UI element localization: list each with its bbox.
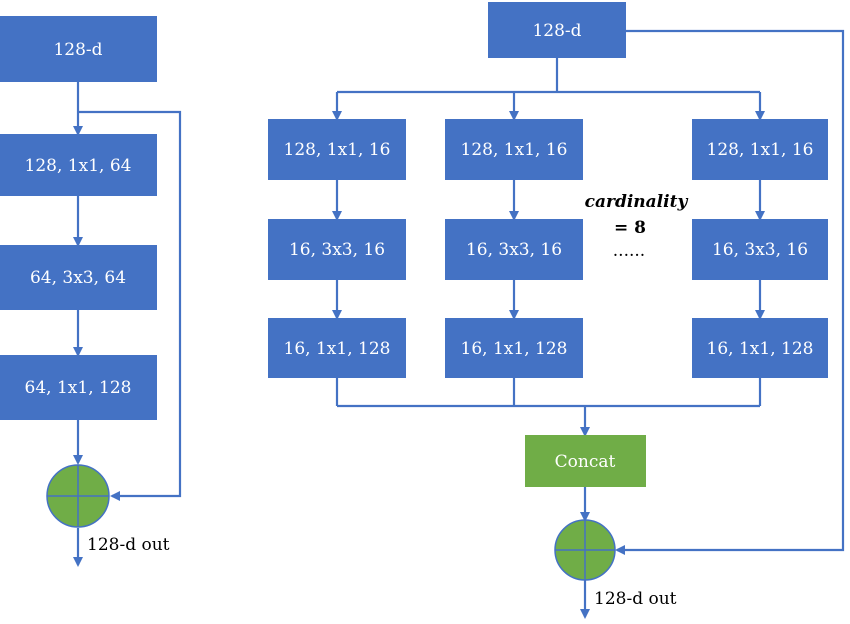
path2-conv3-box	[445, 318, 583, 378]
input-label: 128-d	[532, 21, 581, 41]
resnet-bottleneck-block: 128-d 128, 1x1, 64 64, 3x3, 64 64, 1x1, …	[0, 16, 182, 567]
path2-conv2-box	[445, 219, 583, 280]
input-box	[0, 16, 157, 82]
output-label: 128-d out	[594, 589, 677, 609]
sum-node	[554, 519, 616, 581]
path-3: 128, 1x1, 16 16, 3x3, 16 16, 1x1, 128	[692, 119, 828, 378]
input-label: 128-d	[53, 40, 102, 60]
concat-label: Concat	[555, 452, 616, 472]
conv1-label: 128, 1x1, 64	[25, 156, 132, 176]
skip-connection	[78, 110, 182, 501]
output-label: 128-d out	[87, 535, 170, 555]
path-2: 128, 1x1, 16 16, 3x3, 16 16, 1x1, 128	[445, 119, 583, 378]
conv3-label: 64, 1x1, 128	[25, 378, 132, 398]
conv2-label: 64, 3x3, 64	[30, 268, 126, 288]
cardinality-value: = 8	[614, 218, 646, 238]
path1-conv2-label: 16, 3x3, 16	[289, 240, 385, 260]
path1-conv3-box	[268, 318, 406, 378]
path3-conv1-box	[692, 119, 828, 180]
resnext-block: 128-d 128, 1x1, 16 16, 3x3, 16 16, 1x1, …	[268, 2, 845, 619]
path3-conv3-box	[692, 318, 828, 378]
cardinality-word: cardinality	[585, 192, 689, 212]
path1-conv1-label: 128, 1x1, 16	[284, 140, 391, 160]
path3-conv3-label: 16, 1x1, 128	[707, 339, 814, 359]
path1-conv2-box	[268, 219, 406, 280]
path-1: 128, 1x1, 16 16, 3x3, 16 16, 1x1, 128	[268, 119, 406, 378]
conv2-box	[0, 245, 157, 310]
path2-conv3-label: 16, 1x1, 128	[461, 339, 568, 359]
path2-conv1-box	[445, 119, 583, 180]
conv3-box	[0, 355, 157, 420]
path3-conv2-box	[692, 219, 828, 280]
ellipsis: ......	[613, 241, 645, 261]
input-box	[488, 2, 626, 58]
skip-connection	[615, 29, 845, 555]
concat-box	[525, 435, 646, 487]
path1-conv3-label: 16, 1x1, 128	[284, 339, 391, 359]
path2-conv2-label: 16, 3x3, 16	[466, 240, 562, 260]
conv1-box	[0, 134, 157, 196]
sum-node	[46, 464, 110, 528]
path1-conv1-box	[268, 119, 406, 180]
path3-conv1-label: 128, 1x1, 16	[707, 140, 814, 160]
path3-conv2-label: 16, 3x3, 16	[712, 240, 808, 260]
path2-conv1-label: 128, 1x1, 16	[461, 140, 568, 160]
